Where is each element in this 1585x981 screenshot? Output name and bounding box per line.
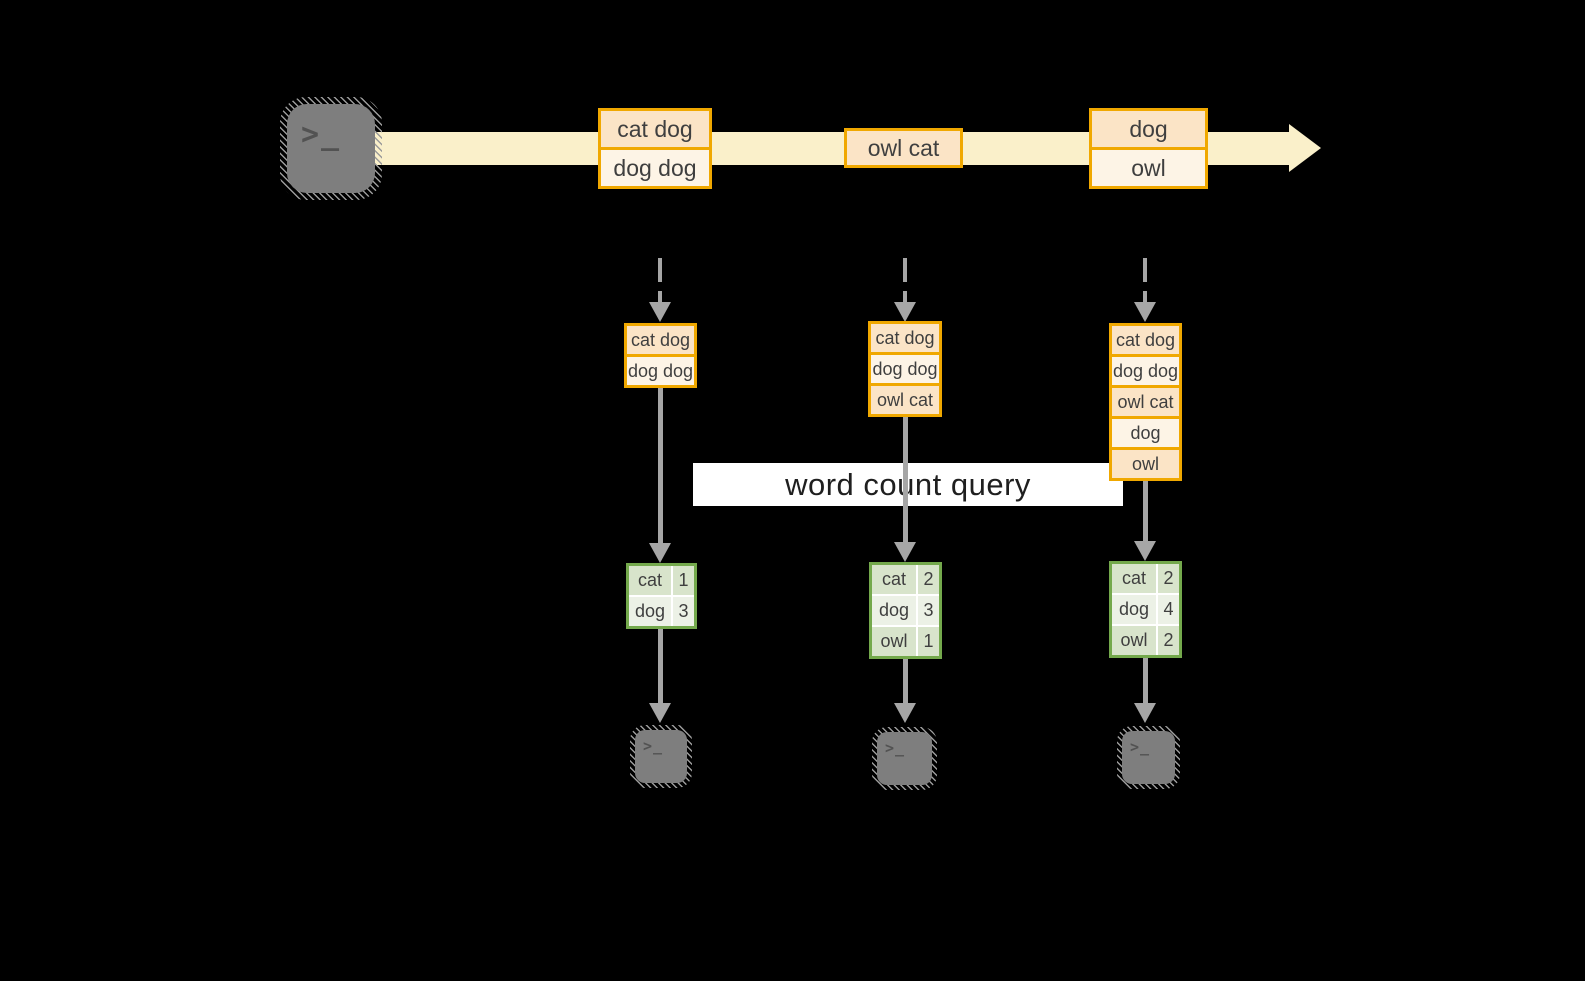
count-cell: 1 — [673, 566, 694, 595]
wordcount-table-3: cat 2 dog 4 owl 2 — [1109, 561, 1182, 658]
stream-event-batch-1: cat dog dog dog — [598, 108, 712, 189]
ingest-arrow-head-1 — [649, 302, 671, 322]
ingest-arrow-dashed-line-2 — [903, 258, 907, 302]
query-input-arrow-line-3 — [1143, 481, 1148, 543]
query-input-arrow-head-3 — [1134, 541, 1156, 561]
word-cell: cat — [629, 566, 671, 595]
buffer-line: dog dog — [871, 355, 939, 383]
terminal-source-icon: >_ — [280, 97, 382, 200]
query-output-arrow-head-1 — [649, 703, 671, 723]
query-input-arrow-line-1 — [658, 387, 663, 545]
table-row: cat 2 — [1112, 564, 1179, 593]
query-output-arrow-line-3 — [1143, 658, 1148, 705]
buffer-line: owl cat — [871, 386, 939, 414]
buffer-line: dog dog — [1112, 357, 1179, 385]
table-row: cat 1 — [629, 566, 694, 595]
word-cell: dog — [629, 597, 671, 626]
event-line: dog — [1092, 111, 1205, 147]
count-cell: 3 — [673, 597, 694, 626]
table-row: cat 2 — [872, 565, 939, 594]
query-output-arrow-head-3 — [1134, 703, 1156, 723]
word-cell: dog — [1112, 595, 1156, 624]
terminal-glyph: >_ — [635, 730, 687, 783]
table-row: owl 2 — [1112, 626, 1179, 655]
count-cell: 2 — [918, 565, 939, 594]
buffer-line: owl — [1112, 450, 1179, 478]
event-line: owl — [1092, 150, 1205, 186]
query-output-arrow-head-2 — [894, 703, 916, 723]
terminal-sink-icon-3: >_ — [1117, 726, 1180, 789]
count-cell: 4 — [1158, 595, 1179, 624]
terminal-glyph: >_ — [287, 104, 375, 193]
ingest-arrow-dashed-line-3 — [1143, 258, 1147, 302]
query-label: word count query — [785, 466, 1031, 502]
buffer-line: owl cat — [1112, 388, 1179, 416]
ingest-arrow-head-2 — [894, 302, 916, 322]
table-row: dog 4 — [1112, 595, 1179, 624]
query-label-band: word count query — [693, 463, 1123, 506]
event-line: cat dog — [601, 111, 709, 147]
query-output-arrow-line-1 — [658, 629, 663, 705]
buffer-batch-2: cat dog dog dog owl cat — [868, 321, 942, 417]
buffer-line: cat dog — [1112, 326, 1179, 354]
table-row: dog 3 — [629, 597, 694, 626]
count-cell: 3 — [918, 596, 939, 625]
wordcount-table-2: cat 2 dog 3 owl 1 — [869, 562, 942, 659]
table-row: owl 1 — [872, 627, 939, 656]
terminal-glyph: >_ — [877, 732, 932, 785]
stream-arrowhead — [1289, 124, 1321, 172]
terminal-sink-icon-1: >_ — [630, 725, 692, 788]
query-input-arrow-head-1 — [649, 543, 671, 563]
event-line: dog dog — [601, 150, 709, 186]
buffer-batch-1: cat dog dog dog — [624, 323, 697, 388]
ingest-arrow-dashed-line-1 — [658, 258, 662, 302]
query-output-arrow-line-2 — [903, 659, 908, 705]
ingest-arrow-head-3 — [1134, 302, 1156, 322]
event-line: owl cat — [847, 131, 960, 165]
stream-event-batch-3: dog owl — [1089, 108, 1208, 189]
buffer-batch-3: cat dog dog dog owl cat dog owl — [1109, 323, 1182, 481]
word-cell: owl — [872, 627, 916, 656]
count-cell: 2 — [1158, 564, 1179, 593]
count-cell: 1 — [918, 627, 939, 656]
word-cell: cat — [872, 565, 916, 594]
word-cell: cat — [1112, 564, 1156, 593]
word-cell: dog — [872, 596, 916, 625]
wordcount-table-1: cat 1 dog 3 — [626, 563, 697, 629]
stream-event-batch-2: owl cat — [844, 128, 963, 168]
buffer-line: cat dog — [627, 326, 694, 354]
word-cell: owl — [1112, 626, 1156, 655]
buffer-line: cat dog — [871, 324, 939, 352]
table-row: dog 3 — [872, 596, 939, 625]
query-input-arrow-line-2 — [903, 417, 908, 544]
count-cell: 2 — [1158, 626, 1179, 655]
query-input-arrow-head-2 — [894, 542, 916, 562]
buffer-line: dog dog — [627, 357, 694, 385]
terminal-glyph: >_ — [1122, 731, 1175, 784]
buffer-line: dog — [1112, 419, 1179, 447]
terminal-sink-icon-2: >_ — [872, 727, 937, 790]
